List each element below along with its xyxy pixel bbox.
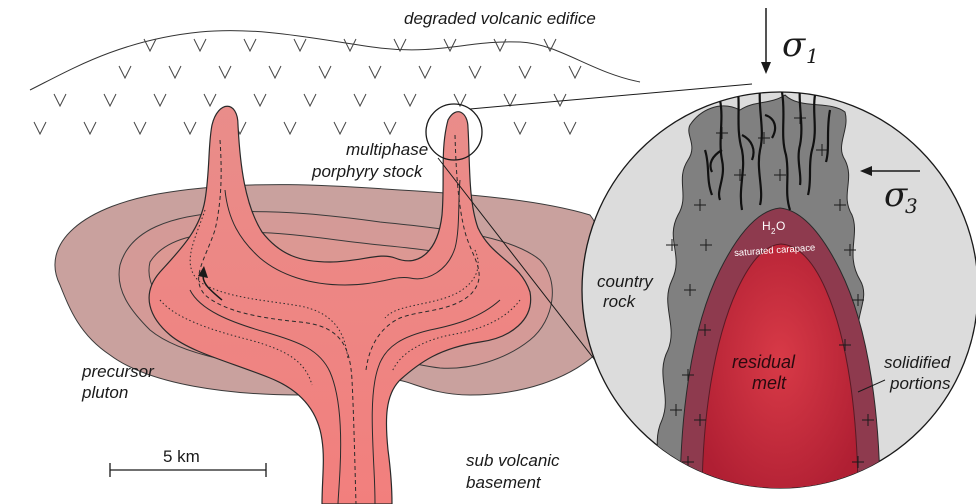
v-mark — [254, 94, 266, 106]
label-residual: residual — [732, 352, 796, 372]
label-pluton: pluton — [81, 383, 128, 402]
v-mark — [169, 66, 181, 78]
v-mark — [419, 66, 431, 78]
v-mark — [554, 94, 566, 106]
v-mark — [194, 39, 206, 51]
v-mark — [104, 94, 116, 106]
label-multiphase: multiphase — [346, 140, 428, 159]
label-country: country — [597, 272, 654, 291]
v-mark — [219, 66, 231, 78]
label-sigma3-subscript: 3 — [905, 194, 918, 218]
label-precursor: precursor — [81, 362, 155, 381]
label-solidified: solidified — [884, 353, 951, 372]
v-mark — [304, 94, 316, 106]
label-h2o-h: H — [762, 219, 771, 233]
v-mark — [119, 66, 131, 78]
v-mark — [569, 66, 581, 78]
v-mark — [269, 66, 281, 78]
label-sigma1-subscript: 1 — [806, 44, 819, 68]
label-rock: rock — [603, 292, 637, 311]
v-mark — [494, 39, 506, 51]
v-mark — [294, 39, 306, 51]
v-mark — [284, 122, 296, 134]
v-mark — [204, 94, 216, 106]
v-mark — [34, 122, 46, 134]
label-melt: melt — [752, 373, 787, 393]
v-mark — [354, 94, 366, 106]
label-porphyry-stock: porphyry stock — [311, 162, 424, 181]
v-mark — [344, 39, 356, 51]
label-sigma1: σ — [782, 25, 806, 65]
label-h2o-o: O — [776, 219, 785, 233]
v-mark — [444, 39, 456, 51]
label-degraded-volcanic-edifice: degraded volcanic edifice — [404, 9, 596, 28]
v-mark — [504, 94, 516, 106]
v-mark — [469, 66, 481, 78]
v-mark — [514, 122, 526, 134]
v-mark — [244, 39, 256, 51]
v-mark — [154, 94, 166, 106]
v-mark — [84, 122, 96, 134]
v-mark — [404, 94, 416, 106]
volcanic-edifice-outline — [30, 31, 640, 90]
label-sub-volcanic: sub volcanic — [466, 451, 560, 470]
v-mark — [384, 122, 396, 134]
v-mark — [184, 122, 196, 134]
v-mark — [134, 122, 146, 134]
label-portions: portions — [889, 374, 951, 393]
v-mark — [334, 122, 346, 134]
label-basement: basement — [466, 473, 542, 492]
v-mark — [54, 94, 66, 106]
inset-magnified-view — [582, 85, 976, 500]
v-mark — [369, 66, 381, 78]
v-mark — [519, 66, 531, 78]
v-mark — [564, 122, 576, 134]
v-mark — [319, 66, 331, 78]
volcanic-v-pattern — [34, 39, 581, 134]
label-scale: 5 km — [163, 447, 200, 466]
